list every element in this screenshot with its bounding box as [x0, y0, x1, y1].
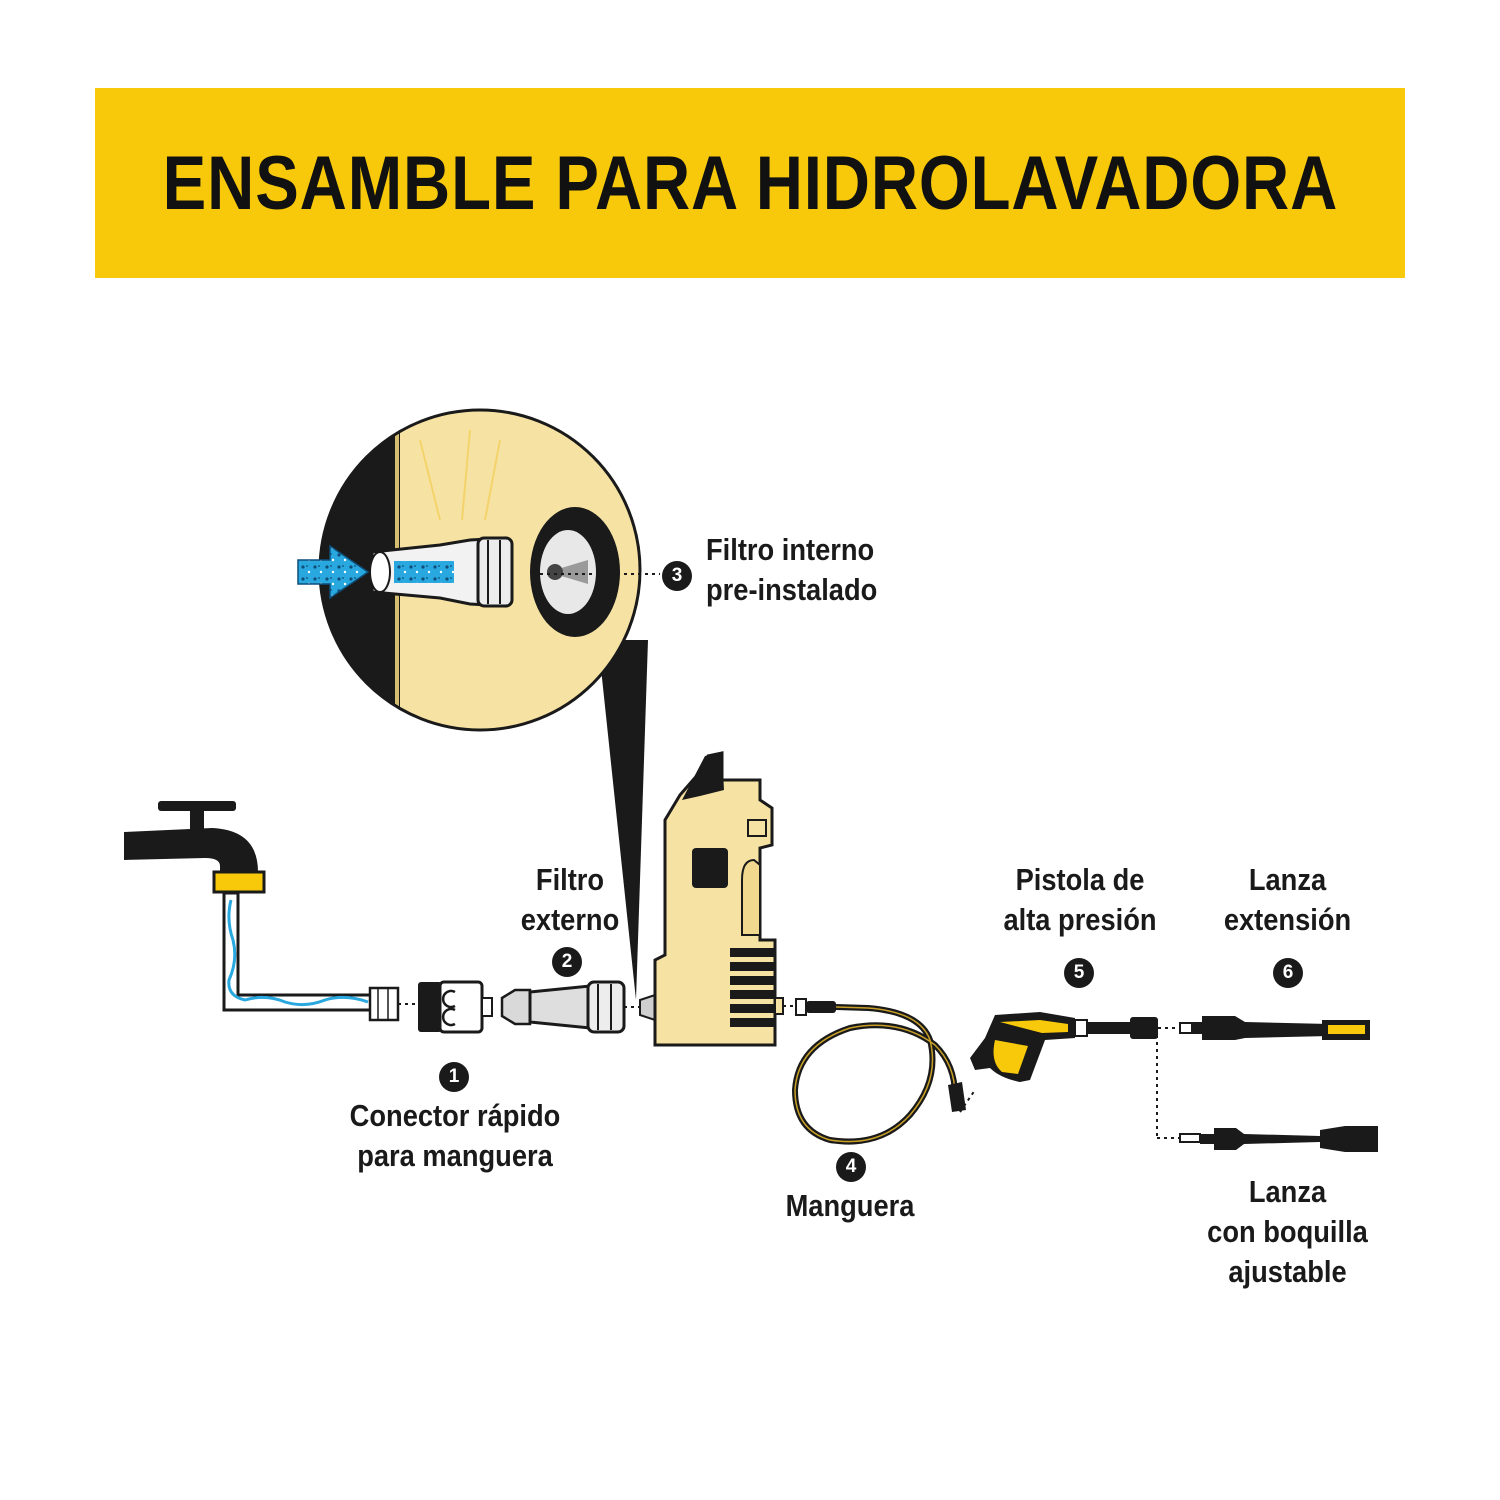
extension-lance-icon: [1179, 1016, 1370, 1040]
hose-icon: [791, 998, 966, 1145]
quick-connector-icon: [418, 980, 493, 1034]
part-number-6: 6: [1273, 958, 1303, 988]
part-label-3: Filtro interno pre-instalado: [706, 532, 878, 607]
part-number-2: 2: [552, 947, 582, 977]
page-title: ENSAMBLE PARA HIDROLAVADORA: [162, 140, 1338, 226]
part-label-adjustable-lance: Lanza con boquilla ajustable: [1207, 1174, 1368, 1289]
part-label-1: Conector rápido para manguera: [349, 1098, 561, 1173]
faucet-icon: [124, 801, 266, 894]
part-number-3: 3: [662, 561, 692, 591]
part-number-5: 5: [1064, 958, 1094, 988]
part-number-1: 1: [439, 1062, 469, 1092]
part-label-4: Manguera: [785, 1188, 915, 1223]
part-number-4: 4: [836, 1152, 866, 1182]
supply-hose: [222, 891, 400, 1022]
pressure-washer-icon: [639, 751, 784, 1047]
adjustable-lance-icon: [1179, 1126, 1378, 1152]
part-label-5: Pistola de alta presión: [1003, 862, 1157, 937]
internal-filter-zoom: [297, 408, 660, 732]
title-banner: ENSAMBLE PARA HIDROLAVADORA: [95, 88, 1405, 278]
zoom-pointer: [598, 640, 648, 1000]
part-label-6: Lanza extensión: [1223, 862, 1352, 937]
external-filter-icon: [500, 980, 626, 1034]
part-label-2: Filtro externo: [520, 862, 620, 937]
spray-gun-icon: [970, 1012, 1158, 1082]
